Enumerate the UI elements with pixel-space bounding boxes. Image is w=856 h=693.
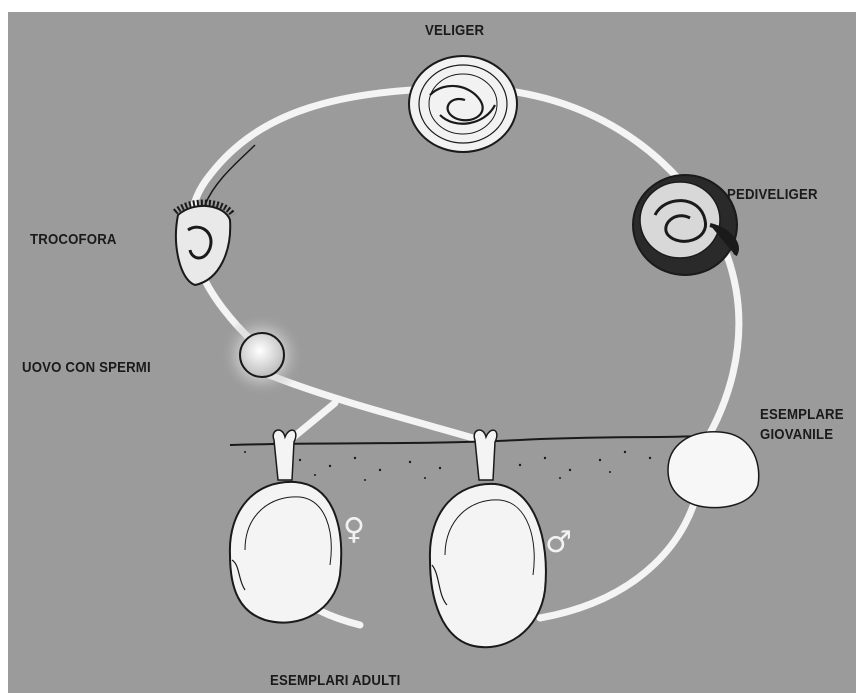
male-symbol-icon: ♂ (545, 525, 572, 560)
label-uovo-con-spermi: UOVO CON SPERMI (22, 359, 151, 376)
label-esemplare: ESEMPLARE (760, 406, 844, 423)
label-giovanile: GIOVANILE (760, 426, 833, 443)
egg-illustration (220, 313, 304, 397)
female-symbol-icon: ♀ (343, 512, 365, 547)
label-veliger: VELIGER (425, 22, 484, 39)
label-pediveliger: PEDIVELIGER (727, 186, 818, 203)
juvenile-shell (668, 432, 759, 508)
pediveliger-illustration (633, 175, 737, 275)
veliger-illustration (409, 56, 517, 152)
label-trocofora: TROCOFORA (30, 231, 117, 248)
label-esemplari-adulti: ESEMPLARI ADULTI (270, 672, 400, 689)
